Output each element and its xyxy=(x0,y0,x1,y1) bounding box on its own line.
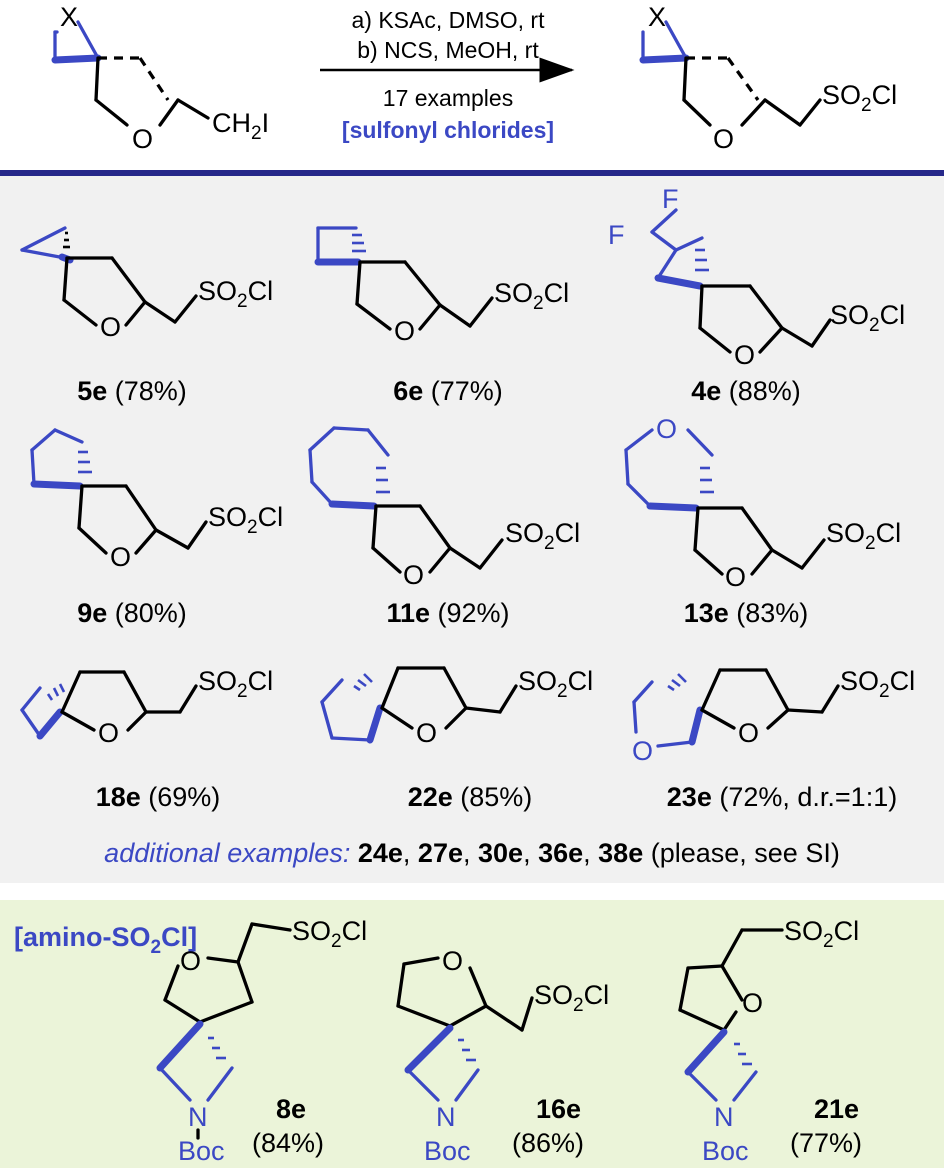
structure-16e: O SO2Cl N Boc 16e (86%) xyxy=(396,946,609,1166)
n-atom-label: N xyxy=(188,1102,208,1132)
compound-label-22e: 22e (85%) xyxy=(408,782,533,812)
sulfonyl-chloride-label: SO2Cl xyxy=(198,276,273,312)
n-atom-label: N xyxy=(714,1102,734,1132)
structure-21e: O SO2Cl N Boc 21e (77%) xyxy=(678,916,862,1166)
o-atom-label: O xyxy=(110,542,131,572)
reaction-conditions: a) KSAc, DMSO, rt b) NCS, MeOH, rt 17 ex… xyxy=(320,7,575,143)
o-atom-label: O xyxy=(180,946,201,976)
compound-yield-21e: (77%) xyxy=(790,1128,862,1158)
sulfonyl-chloride-label: SO2Cl xyxy=(208,502,283,538)
compound-yield-8e: (84%) xyxy=(252,1128,324,1158)
sulfonyl-chloride-label: SO2Cl xyxy=(534,980,609,1016)
sulfonyl-chloride-label: SO2Cl xyxy=(830,300,905,336)
boc-label: Boc xyxy=(424,1136,471,1166)
structure-18e: O SO2Cl 18e (69%) xyxy=(20,666,273,812)
compound-label-4e: 4e (88%) xyxy=(691,376,801,406)
additional-examples-line: additional examples: 24e, 27e, 30e, 36e,… xyxy=(104,838,840,868)
o-atom-label: O xyxy=(132,124,153,154)
starting-material-structure: X O CH2I xyxy=(51,2,269,154)
o-atom-label: O xyxy=(713,124,734,154)
o-atom-label: O xyxy=(725,562,746,592)
sulfonyl-chloride-label: SO2Cl xyxy=(826,518,901,554)
spirocycle-panel xyxy=(0,173,944,883)
o-atom-label: O xyxy=(98,718,119,748)
o-atom-label: O xyxy=(734,340,755,370)
o-atom-label: O xyxy=(738,718,759,748)
x-atom-label: X xyxy=(60,2,78,32)
structure-11e: O SO2Cl 11e (92%) xyxy=(308,426,580,628)
o-atom-label: O xyxy=(403,560,424,590)
compound-label-6e: 6e (77%) xyxy=(393,376,503,406)
condition-b: b) NCS, MeOH, rt xyxy=(357,37,539,63)
structure-9e: O SO2Cl 9e (80%) xyxy=(30,428,283,628)
ch2i-label: CH2I xyxy=(212,108,269,144)
compound-id-16e: 16e xyxy=(536,1094,581,1124)
compound-label-23e: 23e (72%, d.r.=1:1) xyxy=(667,782,897,812)
sulfonyl-chloride-label: SO2Cl xyxy=(505,518,580,554)
class-label: [sulfonyl chlorides] xyxy=(342,117,554,143)
boc-label: Boc xyxy=(702,1136,749,1166)
n-atom-label: N xyxy=(436,1102,456,1132)
o-atom-label: O xyxy=(656,414,677,444)
compound-label-13e: 13e (83%) xyxy=(684,598,809,628)
sulfonyl-chloride-label: SO2Cl xyxy=(518,666,593,702)
structure-6e: O SO2Cl 6e (77%) xyxy=(314,226,569,406)
o-atom-label: O xyxy=(100,312,121,342)
amino-class-label: [amino-SO2Cl] xyxy=(14,922,197,958)
compound-label-9e: 9e (80%) xyxy=(77,598,187,628)
structure-23e: O O SO2Cl 23e (72%, d.r.=1:1) xyxy=(632,666,915,812)
x-atom-label: X xyxy=(648,2,666,32)
sulfonyl-chloride-label: SO2Cl xyxy=(198,666,273,702)
amino-panel xyxy=(0,900,944,1168)
o-atom-label: O xyxy=(416,718,437,748)
fluorine-label: F xyxy=(662,184,679,214)
compound-label-11e: 11e (92%) xyxy=(386,598,509,628)
product-structure: X O SO2Cl xyxy=(639,2,897,154)
sulfonyl-chloride-label: SO2Cl xyxy=(822,80,897,116)
condition-a: a) KSAc, DMSO, rt xyxy=(352,7,546,33)
boc-label: Boc xyxy=(178,1136,225,1166)
o-atom-label: O xyxy=(442,946,463,976)
examples-count: 17 examples xyxy=(383,85,513,111)
o-atom-label: O xyxy=(394,316,415,346)
structure-8e: O SO2Cl N Boc 8e (84%) xyxy=(156,916,367,1166)
compound-label-5e: 5e (78%) xyxy=(77,376,187,406)
o-atom-label: O xyxy=(632,736,653,766)
sulfonyl-chloride-label: SO2Cl xyxy=(494,278,569,314)
sulfonyl-chloride-label: SO2Cl xyxy=(840,666,915,702)
fluorine-label: F xyxy=(608,220,625,250)
compound-id-21e: 21e xyxy=(814,1094,859,1124)
structure-4e: F F O SO2Cl 4e (88%) xyxy=(608,184,905,406)
compound-label-18e: 18e (69%) xyxy=(96,782,221,812)
divider-line xyxy=(0,170,944,176)
o-atom-label: O xyxy=(742,988,763,1018)
sulfonyl-chloride-label: SO2Cl xyxy=(784,916,859,952)
structure-5e: O SO2Cl 5e (78%) xyxy=(20,226,273,406)
sulfonyl-chloride-label: SO2Cl xyxy=(292,916,367,952)
compound-id-8e: 8e xyxy=(276,1094,306,1124)
structure-22e: O SO2Cl 22e (85%) xyxy=(320,666,593,812)
compound-yield-16e: (86%) xyxy=(512,1128,584,1158)
structure-13e: O O SO2Cl 13e (83%) xyxy=(624,414,901,628)
